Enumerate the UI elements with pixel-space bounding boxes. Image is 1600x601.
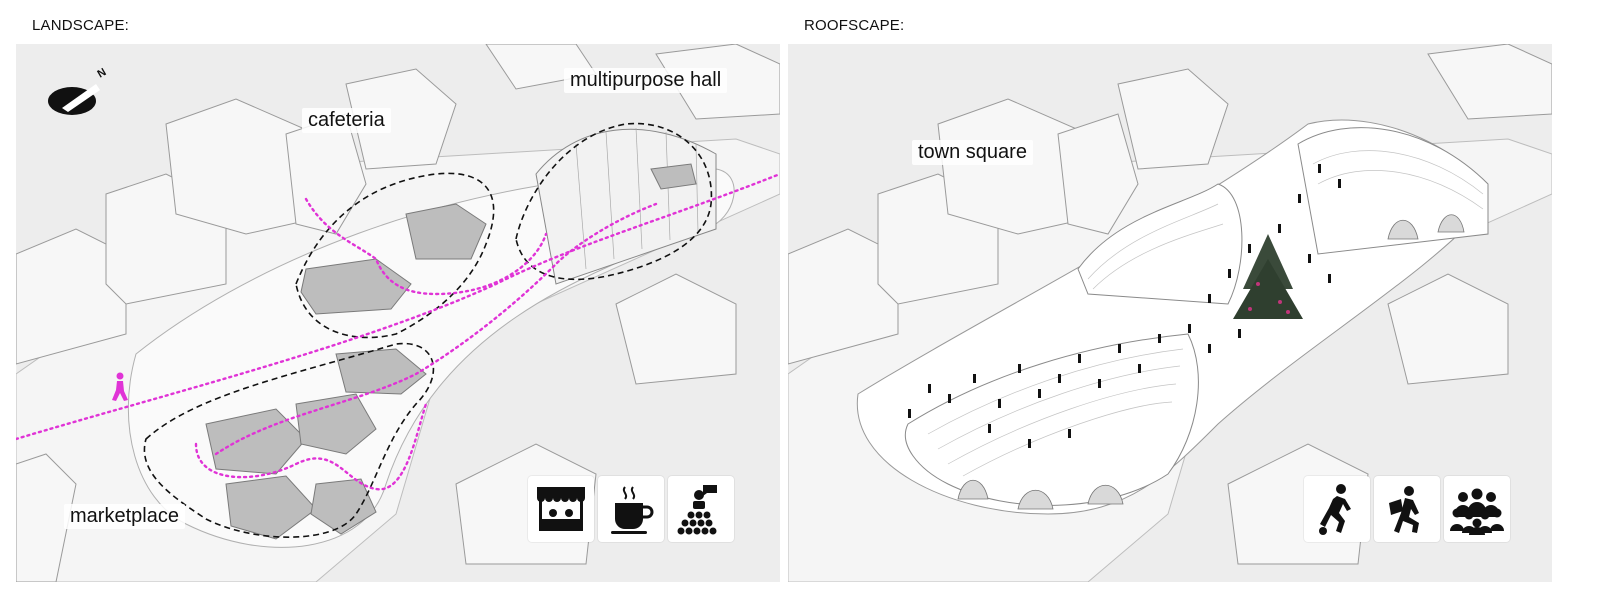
roofscape-title: ROOFSCAPE: xyxy=(804,17,905,34)
roofscape-panel: town square xyxy=(788,44,1552,582)
coffee-cup-icon xyxy=(598,476,664,542)
town-square-label: town square xyxy=(912,140,1033,165)
crowd-figures xyxy=(908,164,1341,448)
cafeteria-label: cafeteria xyxy=(302,108,391,133)
speaker-audience-icon xyxy=(668,476,734,542)
landscape-panel: N cafeteria multipurpose hall marketplac… xyxy=(16,44,780,582)
svg-text:N: N xyxy=(96,66,109,80)
marketplace-label: marketplace xyxy=(64,504,185,529)
multipurpose-hall-label: multipurpose hall xyxy=(564,68,728,93)
landscape-title: LANDSCAPE: xyxy=(32,17,130,34)
market-stall-icon xyxy=(528,476,594,542)
north-arrow-icon: N xyxy=(48,66,108,115)
christmas-tree-icon xyxy=(1233,234,1303,319)
reading-person-icon xyxy=(1374,476,1440,542)
roofscape-illustration xyxy=(788,44,1552,582)
landscape-illustration: N xyxy=(16,44,780,582)
pedestrian-icon xyxy=(112,372,128,401)
running-person-icon xyxy=(1304,476,1370,542)
crowd-icon xyxy=(1444,476,1510,542)
